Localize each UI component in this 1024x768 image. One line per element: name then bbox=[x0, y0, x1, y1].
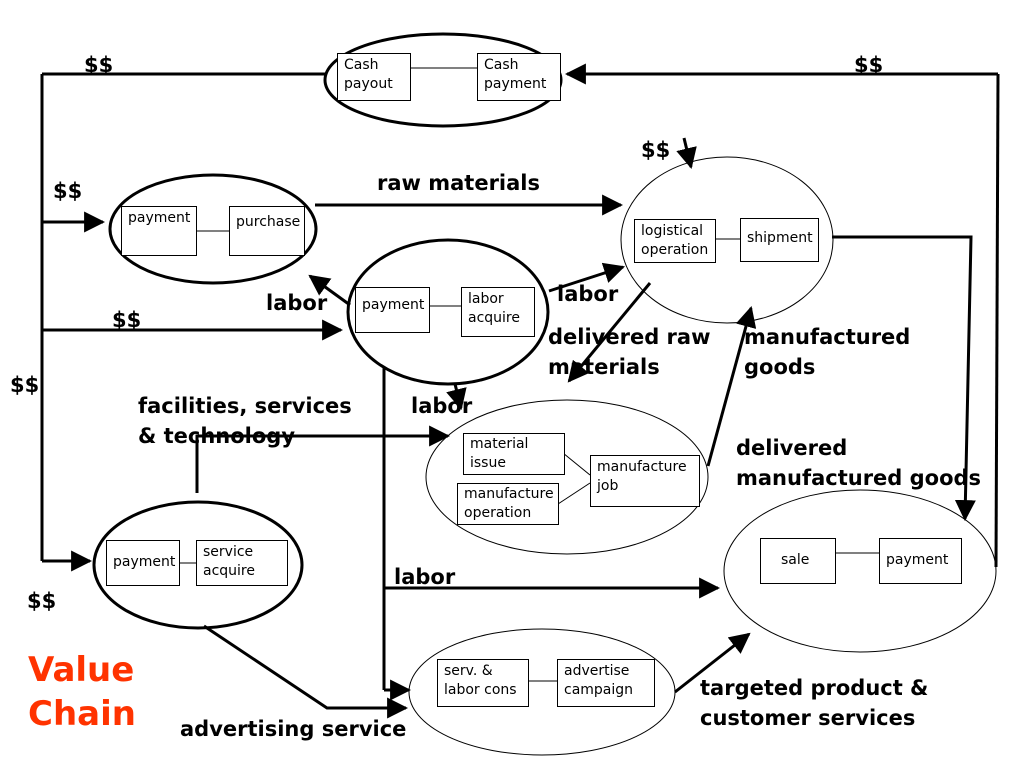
purchase-payment-box: payment bbox=[121, 206, 197, 256]
labor-label-manufacture: labor bbox=[411, 394, 473, 418]
money-label-left: $$ bbox=[10, 373, 40, 397]
advertise-campaign-box: advertise campaign bbox=[557, 659, 655, 707]
facilities-services-technology-label: facilities, services & technology bbox=[138, 394, 352, 448]
logistics-ellipse bbox=[620, 156, 834, 324]
manufacture-job-box: manufacture job bbox=[590, 455, 700, 507]
material-issue-box: material issue bbox=[463, 433, 565, 475]
sale-ellipse bbox=[723, 489, 997, 653]
manufacture-ellipse bbox=[425, 399, 709, 555]
purchase-ellipse bbox=[108, 173, 318, 285]
labor-label-logistics: labor bbox=[557, 282, 619, 306]
sale-payment-box: payment bbox=[879, 538, 962, 584]
labor-payment-box: payment bbox=[355, 287, 430, 333]
labor-ellipse bbox=[346, 238, 550, 386]
service-acquire-box: service acquire bbox=[196, 540, 288, 586]
cash-payout-box: Cash payout bbox=[337, 53, 411, 101]
value-chain-title: Value Chain bbox=[28, 650, 136, 734]
service-payment-box: payment bbox=[106, 540, 180, 586]
money-label-purchase: $$ bbox=[53, 179, 83, 203]
shipment-box: shipment bbox=[740, 218, 819, 262]
sale-box: sale bbox=[760, 538, 836, 584]
manufactured-goods-label: manufactured goods bbox=[744, 325, 911, 379]
delivered-manufactured-goods-label: delivered manufactured goods bbox=[736, 436, 982, 490]
labor-label-purchase: labor bbox=[266, 291, 328, 315]
targeted-product-services-label: targeted product & customer services bbox=[700, 676, 929, 730]
money-label-labor: $$ bbox=[112, 308, 142, 332]
cash-ellipse bbox=[323, 32, 563, 128]
purchase-box: purchase bbox=[229, 206, 305, 256]
money-label-top-right: $$ bbox=[854, 53, 884, 77]
labor-acquire-box: labor acquire bbox=[461, 287, 535, 337]
cash-payment-box: Cash payment bbox=[477, 53, 561, 101]
manufacture-operation-box: manufacture operation bbox=[457, 483, 559, 525]
raw-materials-label: raw materials bbox=[377, 171, 540, 195]
money-label-bottom: $$ bbox=[27, 589, 57, 613]
service-ellipse bbox=[92, 500, 304, 630]
labor-label-sale: labor bbox=[394, 565, 456, 589]
logistical-operation-box: logistical operation bbox=[634, 219, 716, 263]
money-label-logistics: $$ bbox=[641, 138, 671, 162]
money-label-top-left: $$ bbox=[84, 53, 114, 77]
delivered-raw-materials-label: delivered raw materials bbox=[548, 325, 711, 379]
service-labor-consumption-box: serv. & labor cons bbox=[437, 659, 529, 707]
advertising-service-label: advertising service bbox=[180, 717, 407, 741]
